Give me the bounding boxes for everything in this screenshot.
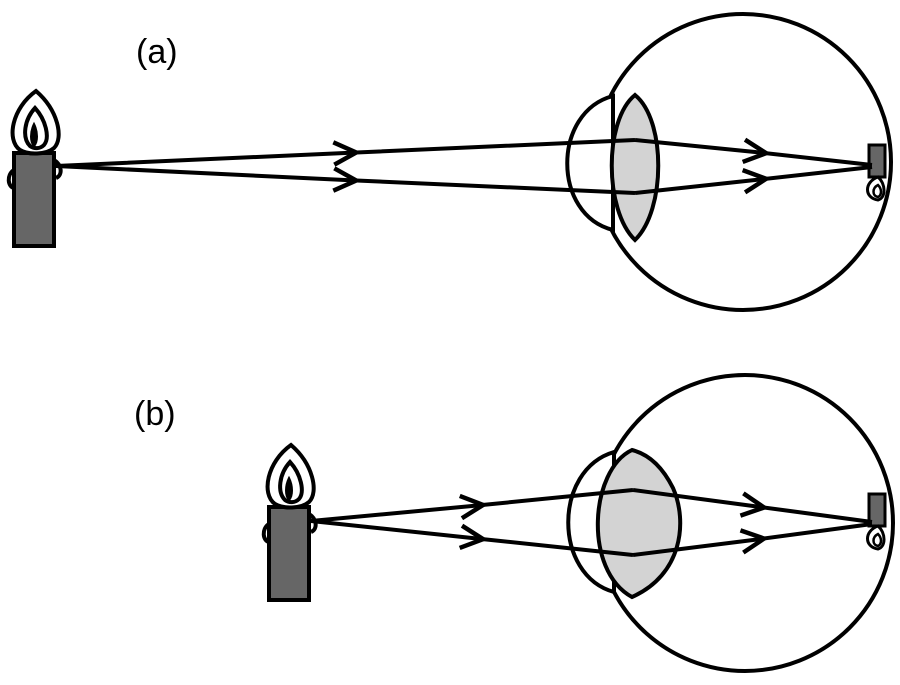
ray-a-bottom-inner <box>634 165 873 195</box>
ray-a-bottom-outer <box>55 164 636 195</box>
panel-b-label: (b) <box>134 395 176 433</box>
retina-flame-b-icon <box>866 524 886 551</box>
rays-a <box>55 138 873 195</box>
panel-b: (b) <box>134 373 895 673</box>
lens-b <box>595 447 683 600</box>
candle-a-drip-right <box>52 158 63 180</box>
ray-b-bottom-outer <box>310 519 634 557</box>
rays-b <box>310 488 873 557</box>
ray-a-top-outer <box>55 138 636 168</box>
eye-b <box>566 373 895 673</box>
ray-b-top-inner <box>632 488 873 524</box>
candle-b-body <box>267 505 311 602</box>
candle-b-flame-icon <box>265 442 316 510</box>
panel-a-label: (a) <box>136 33 178 71</box>
cornea-a <box>565 93 615 233</box>
candle-b <box>261 442 318 602</box>
retina-image-a <box>867 143 887 179</box>
candle-b-drip-right <box>307 512 318 534</box>
panel-a: (a) <box>6 12 893 312</box>
ray-a-top-inner <box>634 140 873 167</box>
candle-a-drip-left <box>6 168 16 190</box>
candle-a <box>6 88 63 248</box>
ray-b-bottom-inner <box>632 522 873 557</box>
candle-a-body <box>12 151 56 248</box>
candle-b-drip-left <box>261 522 271 544</box>
candle-a-flame-icon <box>10 88 61 156</box>
ray-b-top-outer <box>310 488 634 523</box>
retina-flame-a-icon <box>866 175 886 202</box>
lens-a <box>609 92 661 243</box>
